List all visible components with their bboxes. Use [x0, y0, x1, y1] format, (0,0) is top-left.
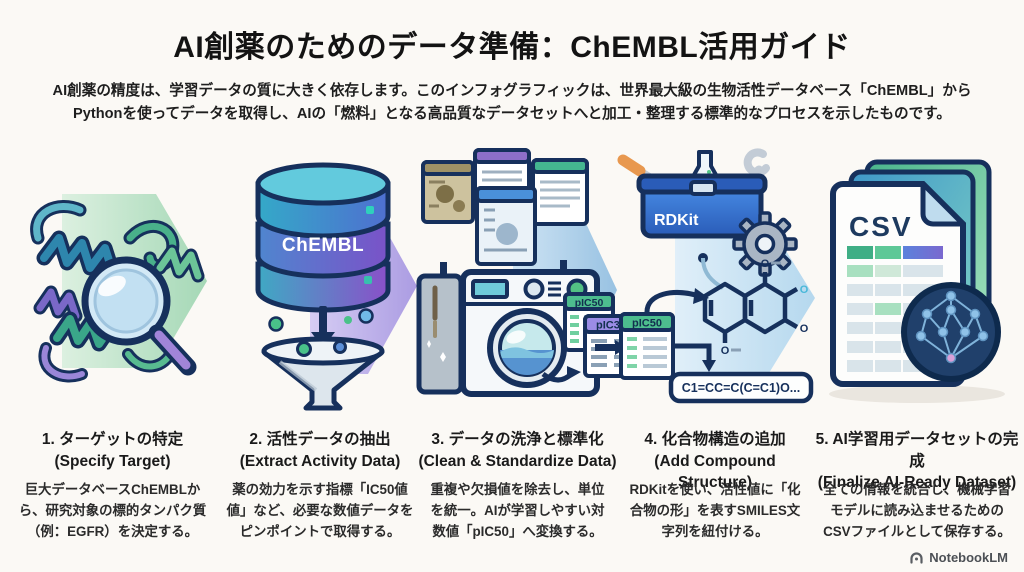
washer-illustration: pIC50 pIC30	[416, 148, 639, 397]
toolbox-icon: RDKit	[636, 173, 767, 239]
smiles-string: C1=CC=C(C=C1)O...	[681, 381, 799, 395]
step-5-title: 5. AI学習用データセットの完成 (Finalize AI-Ready Dat…	[810, 429, 1024, 494]
neural-network-badge	[900, 282, 1001, 382]
rdkit-pic50-label: pIC50	[632, 318, 662, 330]
folded-corner	[920, 181, 965, 227]
brand-watermark: NotebookLM	[909, 550, 1008, 565]
step-titles-row: 1. ターゲットの特定 (Specify Target) 2. 活性データの抽出…	[0, 429, 1024, 494]
card-to-molecule-arrow	[644, 288, 709, 313]
step-3-title-ja: 3. データの洗浄と標準化	[431, 431, 604, 448]
rdkit-card-pic50: pIC50	[618, 312, 675, 380]
step-4-title: 4. 化合物構造の追加 (Add Compound Structure)	[620, 429, 810, 494]
data-dots	[267, 308, 374, 355]
step-2-title: 2. 活性データの抽出 (Extract Activity Data)	[225, 429, 415, 494]
page-title: AI創薬のためのデータ準備：ChEMBL活用ガイド	[173, 31, 851, 64]
molecule-icon: O O O O	[702, 258, 808, 357]
smiles-box: C1=CC=C(C=C1)O...	[668, 371, 813, 404]
rdkit-label: RDKit	[654, 212, 699, 229]
panel-add-structure: RDKit	[594, 146, 815, 408]
database-icon: ChEMBL	[255, 162, 390, 313]
doc-blue-stained	[475, 186, 537, 266]
panel-specify-target	[0, 146, 225, 408]
ground-shadow	[828, 385, 1005, 403]
funnel-icon	[261, 336, 384, 411]
svg-text:O: O	[720, 345, 729, 357]
step-5-title-en: (Finalize AI-Ready Dataset)	[817, 474, 1017, 492]
svg-text:O: O	[760, 258, 769, 270]
pic30-card-label: pIC30	[596, 320, 626, 332]
illustration-row: ChEMBL	[0, 146, 1024, 411]
molecule-to-smiles-arrow	[674, 343, 716, 372]
brand-name: NotebookLM	[929, 550, 1008, 565]
magnifier-icon	[81, 256, 197, 376]
notebooklm-icon	[910, 552, 923, 564]
panel-extract-activity: ChEMBL	[225, 146, 417, 411]
step-1-description: 巨大データベースChEMBLか ら、研究対象の標的タンパク質 （例：EGFR）を…	[18, 482, 207, 540]
svg-text:O: O	[799, 323, 808, 335]
step-5-title-ja: 5. AI学習用データセットの完成	[815, 431, 1019, 470]
rdkit-illustration: RDKit	[594, 148, 815, 404]
step-2-title-en: (Extract Activity Data)	[239, 452, 401, 470]
chembl-funnel-illustration: ChEMBL	[255, 162, 417, 411]
csv-stack-illustration: CSV	[828, 159, 1005, 403]
step-4-title-ja: 4. 化合物構造の追加	[644, 431, 786, 448]
step-descriptions-row: 巨大データベースChEMBLか ら、研究対象の標的タンパク質 （例：EGFR）を…	[0, 479, 1024, 543]
svg-text:O: O	[799, 284, 808, 296]
washer-output-arrow	[541, 366, 581, 383]
step-2-title-ja: 2. 活性データの抽出	[249, 431, 391, 448]
page-subtitle: AI創薬の精度は、学習データの質に大きく依存します。このインフォグラフィックは、…	[52, 83, 972, 123]
step-3-title: 3. データの洗浄と標準化 (Clean & Standardize Data)	[415, 429, 620, 494]
pic50-card-label: pIC50	[575, 297, 604, 309]
doc-green	[531, 158, 589, 226]
doc-tan	[421, 160, 475, 224]
step-3-description: 重複や欠損値を除去し、単位 を統一。AIが学習しやすい対 数値「pIC50」へ変…	[430, 482, 605, 540]
step-4-description: RDKitを使い、活性値に「化 合物の形」を表すSMILES文 字列を紐付ける。	[629, 482, 801, 540]
step-3-title-en: (Clean & Standardize Data)	[418, 452, 617, 470]
step-5-description: 全ての情報を統合し、機械学習 モデルに読み込ませるための CSVファイルとして保…	[823, 482, 1011, 540]
step-1-title-en: (Specify Target)	[54, 452, 171, 470]
panel-clean-standardize: pIC50 pIC30	[415, 146, 639, 408]
step-2-description: 薬の効力を示す指標「IC50値 値」など、必要な数値データを ピンポイントで取得…	[226, 482, 414, 540]
step-1-title: 1. ターゲットの特定 (Specify Target)	[0, 429, 225, 494]
csv-label: CSV	[849, 211, 913, 242]
chembl-label: ChEMBL	[281, 235, 363, 256]
dirty-documents	[421, 148, 589, 266]
protein-magnifier-illustration	[30, 194, 207, 383]
panel-finalize-dataset: CSV	[810, 146, 1024, 408]
step-1-title-ja: 1. ターゲットの特定	[41, 431, 184, 448]
gear-icon	[731, 211, 798, 277]
step-4-title-en: (Add Compound Structure)	[654, 452, 776, 492]
